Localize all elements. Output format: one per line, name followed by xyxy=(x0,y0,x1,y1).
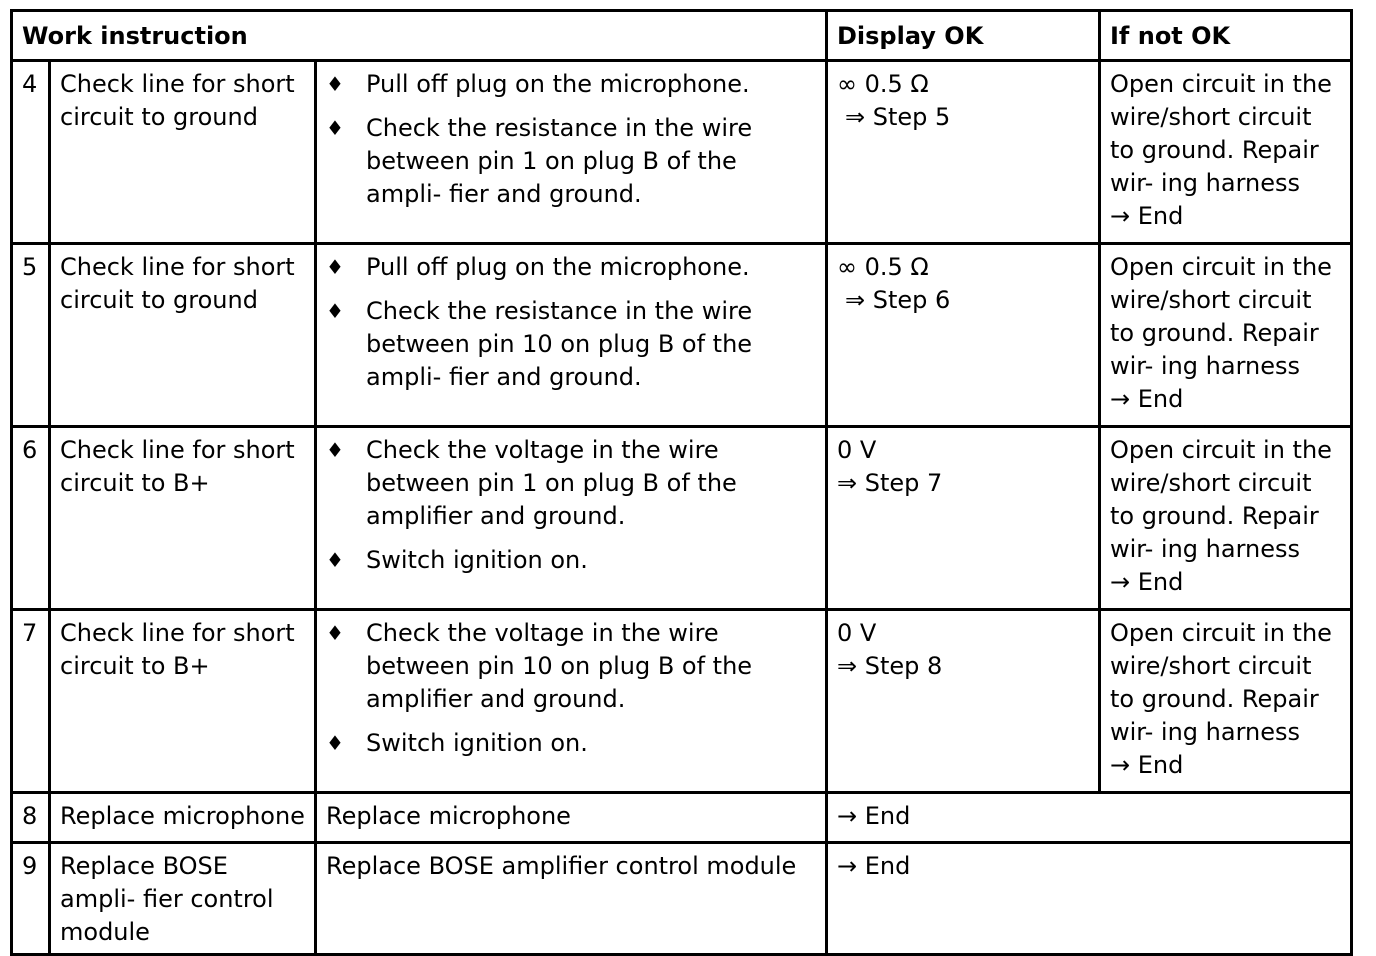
ok-next-step: ⇒ Step 8 xyxy=(837,652,943,680)
ok-value: ∞ 0.5 Ω xyxy=(837,253,929,281)
step-number: 7 xyxy=(10,608,51,794)
display-ok-cell: 0 V ⇒ Step 7 xyxy=(825,425,1101,611)
table-row: 9 Replace BOSE ampli- fier control modul… xyxy=(10,841,1353,956)
table-row: 7 Check line for short circuit to B+ ♦ C… xyxy=(10,608,1353,794)
instruction-text: Check the voltage in the wire between pi… xyxy=(366,436,737,530)
work-instruction-table: Work instruction Display OK If not OK 4 … xyxy=(10,9,1353,956)
step-number: 8 xyxy=(10,791,51,844)
instruction-item: ♦ Pull off plug on the microphone. xyxy=(326,68,816,101)
instruction-item: ♦ Pull off plug on the microphone. xyxy=(326,251,816,284)
not-ok-next-step: → End xyxy=(1110,385,1184,413)
not-ok-text: Open circuit in the wire/short circuit t… xyxy=(1110,436,1332,563)
instruction-text: Switch ignition on. xyxy=(366,546,588,574)
bullet-diamond-icon: ♦ xyxy=(326,438,344,462)
instruction-item: ♦ Switch ignition on. xyxy=(326,727,816,760)
if-not-ok-cell: Open circuit in the wire/short circuit t… xyxy=(1098,242,1353,428)
step-title: Check line for short circuit to B+ xyxy=(48,608,317,794)
header-work-instruction: Work instruction xyxy=(10,9,828,62)
step-title: Check line for short circuit to ground xyxy=(48,59,317,245)
display-ok-cell: ∞ 0.5 Ω ⇒ Step 6 xyxy=(825,242,1101,428)
step-instructions: ♦ Check the voltage in the wire between … xyxy=(314,608,828,794)
bullet-diamond-icon: ♦ xyxy=(326,548,344,572)
instruction-text: Switch ignition on. xyxy=(366,729,588,757)
ok-next-step: ⇒ Step 5 xyxy=(845,103,951,131)
instruction-text: Pull off plug on the microphone. xyxy=(366,253,750,281)
bullet-diamond-icon: ♦ xyxy=(326,255,344,279)
step-action: Replace microphone xyxy=(314,791,828,844)
not-ok-text: Open circuit in the wire/short circuit t… xyxy=(1110,619,1332,746)
header-display-ok: Display OK xyxy=(825,9,1101,62)
step-number: 6 xyxy=(10,425,51,611)
table-row: 6 Check line for short circuit to B+ ♦ C… xyxy=(10,425,1353,611)
ok-value: 0 V xyxy=(837,436,877,464)
if-not-ok-cell: Open circuit in the wire/short circuit t… xyxy=(1098,59,1353,245)
step-result: → End xyxy=(825,791,1353,844)
instruction-text: Check the resistance in the wire between… xyxy=(366,114,753,208)
ok-value: 0 V xyxy=(837,619,877,647)
step-title: Check line for short circuit to ground xyxy=(48,242,317,428)
bullet-diamond-icon: ♦ xyxy=(326,731,344,755)
header-if-not-ok: If not OK xyxy=(1098,9,1353,62)
bullet-diamond-icon: ♦ xyxy=(326,621,344,645)
instruction-text: Check the resistance in the wire between… xyxy=(366,297,753,391)
bullet-diamond-icon: ♦ xyxy=(326,116,344,140)
ok-next-step: ⇒ Step 6 xyxy=(845,286,951,314)
instruction-text: Check the voltage in the wire between pi… xyxy=(366,619,753,713)
display-ok-cell: ∞ 0.5 Ω ⇒ Step 5 xyxy=(825,59,1101,245)
instruction-item: ♦ Check the resistance in the wire betwe… xyxy=(326,112,816,211)
ok-next-step: ⇒ Step 7 xyxy=(837,469,943,497)
not-ok-text: Open circuit in the wire/short circuit t… xyxy=(1110,70,1332,197)
step-instructions: ♦ Check the voltage in the wire between … xyxy=(314,425,828,611)
instruction-item: ♦ Switch ignition on. xyxy=(326,544,816,577)
not-ok-next-step: → End xyxy=(1110,751,1184,779)
step-result: → End xyxy=(825,841,1353,956)
table-header-row: Work instruction Display OK If not OK xyxy=(10,9,1353,62)
step-title: Check line for short circuit to B+ xyxy=(48,425,317,611)
display-ok-cell: 0 V ⇒ Step 8 xyxy=(825,608,1101,794)
not-ok-text: Open circuit in the wire/short circuit t… xyxy=(1110,253,1332,380)
instruction-text: Pull off plug on the microphone. xyxy=(366,70,750,98)
table-row: 8 Replace microphone Replace microphone … xyxy=(10,791,1353,844)
step-title: Replace BOSE ampli- fier control module xyxy=(48,841,317,956)
instruction-item: ♦ Check the voltage in the wire between … xyxy=(326,434,816,533)
step-number: 4 xyxy=(10,59,51,245)
step-instructions: ♦ Pull off plug on the microphone. ♦ Che… xyxy=(314,59,828,245)
step-number: 5 xyxy=(10,242,51,428)
step-number: 9 xyxy=(10,841,51,956)
not-ok-next-step: → End xyxy=(1110,568,1184,596)
bullet-diamond-icon: ♦ xyxy=(326,299,344,323)
table-row: 5 Check line for short circuit to ground… xyxy=(10,242,1353,428)
step-instructions: ♦ Pull off plug on the microphone. ♦ Che… xyxy=(314,242,828,428)
instruction-item: ♦ Check the resistance in the wire betwe… xyxy=(326,295,816,394)
table-row: 4 Check line for short circuit to ground… xyxy=(10,59,1353,245)
instruction-item: ♦ Check the voltage in the wire between … xyxy=(326,617,816,716)
if-not-ok-cell: Open circuit in the wire/short circuit t… xyxy=(1098,608,1353,794)
not-ok-next-step: → End xyxy=(1110,202,1184,230)
ok-value: ∞ 0.5 Ω xyxy=(837,70,929,98)
if-not-ok-cell: Open circuit in the wire/short circuit t… xyxy=(1098,425,1353,611)
bullet-diamond-icon: ♦ xyxy=(326,72,344,96)
step-action: Replace BOSE amplifier control module xyxy=(314,841,828,956)
step-title: Replace microphone xyxy=(48,791,317,844)
